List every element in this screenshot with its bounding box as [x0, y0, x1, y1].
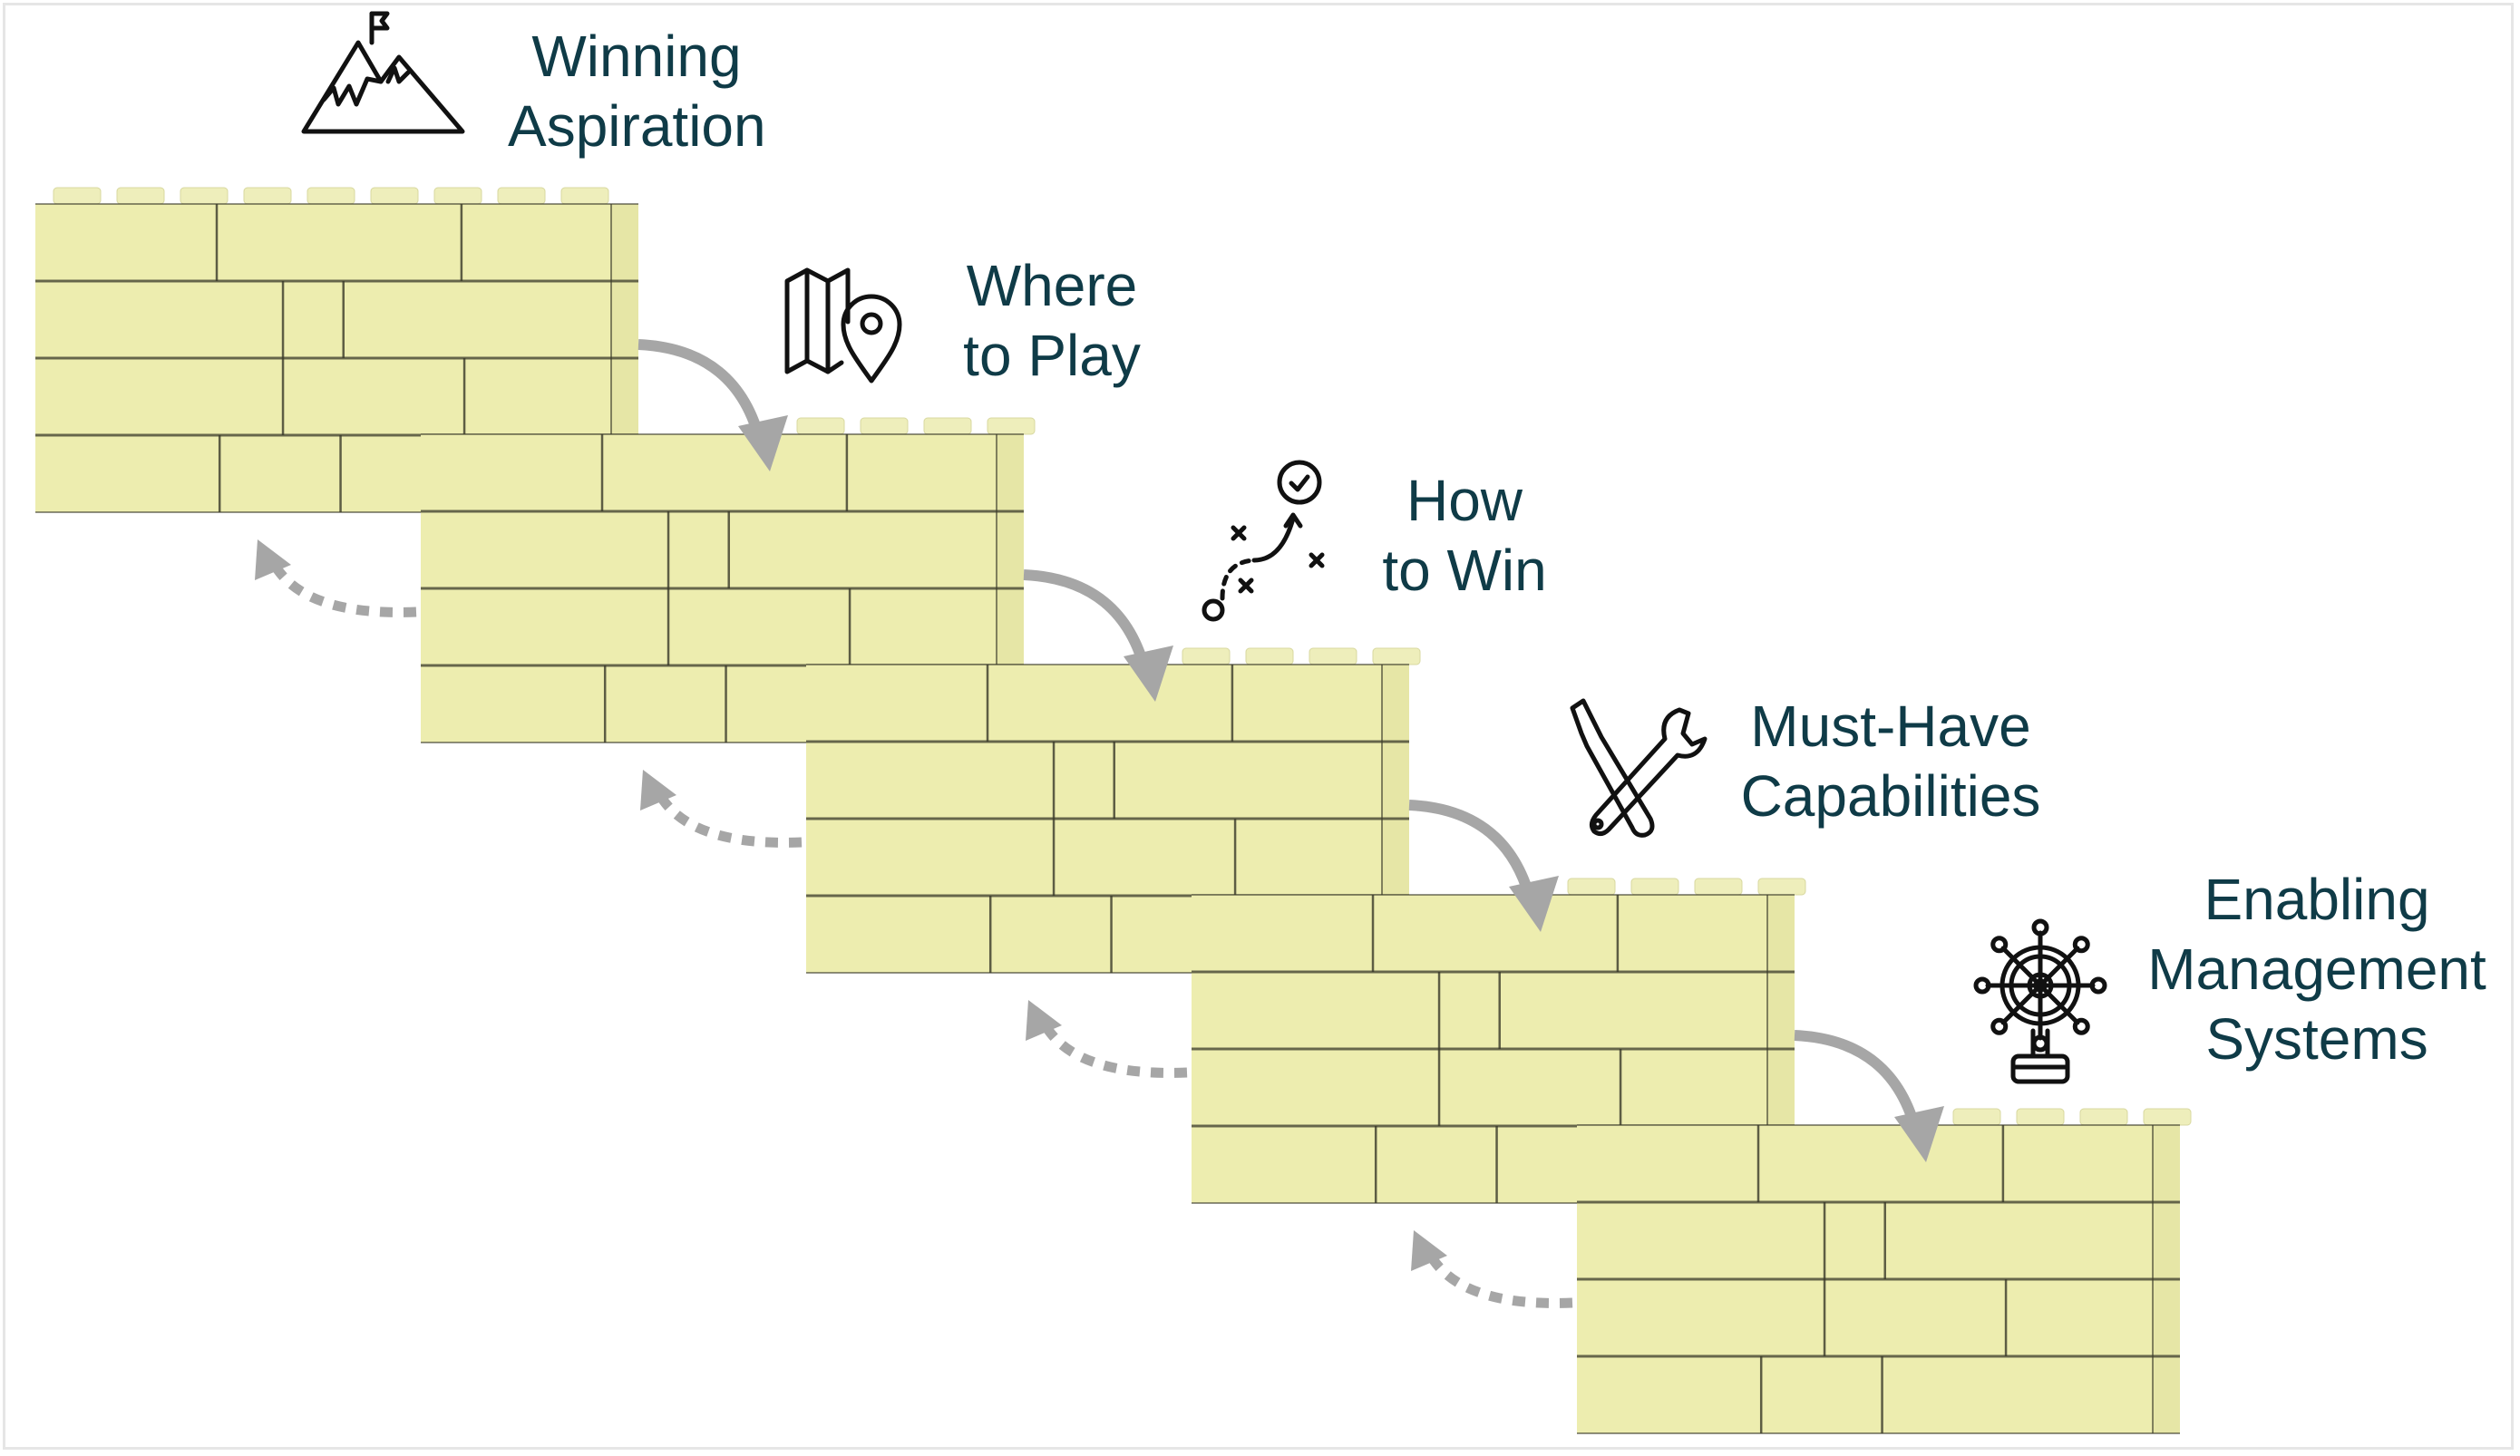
brick-stud [860, 417, 909, 435]
brick-stud [1309, 647, 1357, 665]
feedback-arrowhead [255, 539, 291, 580]
forward-arrow [637, 339, 766, 446]
label-where-to-play: Where to Play [943, 251, 1161, 391]
forward-arrow [1408, 800, 1537, 907]
brick-stud [1630, 878, 1679, 896]
feedback-arrow [1427, 1254, 1573, 1308]
brick-stud [987, 417, 1036, 435]
label-line: How [1406, 468, 1523, 533]
diagram-frame [3, 3, 2514, 1450]
brick-stud [1757, 878, 1806, 896]
brick-stud [370, 187, 419, 205]
brick-stud [2016, 1108, 2065, 1126]
brick-stud [1694, 878, 1743, 896]
brick-stud [2143, 1108, 2192, 1126]
label-line: Enabling [2204, 867, 2430, 932]
wrench-screwdriver-icon [1570, 698, 1708, 838]
forward-arrowhead [1509, 876, 1559, 932]
brick-stud [497, 187, 546, 205]
label-how-to-win: How to Win [1360, 466, 1569, 606]
label-line: to Win [1382, 538, 1547, 603]
brick-stud [1952, 1108, 2001, 1126]
brick-stud [560, 187, 609, 205]
brick-stud [1567, 878, 1616, 896]
brick-stud [306, 187, 355, 205]
feedback-arrowhead [1026, 1000, 1062, 1041]
feedback-arrow [271, 563, 417, 617]
label-winning-aspiration: Winning Aspiration [508, 22, 766, 161]
map-pin-icon [784, 267, 902, 383]
label-line: to Play [963, 323, 1141, 388]
label-line: Must-Have [1750, 694, 2031, 759]
brick-stud [796, 417, 845, 435]
ship-wheel-icon [1973, 918, 2107, 1084]
forward-arrowhead [738, 415, 788, 471]
feedback-arrow [657, 793, 803, 848]
brick-stud [1245, 647, 1294, 665]
brick-stud [1182, 647, 1231, 665]
forward-arrow [1794, 1030, 1922, 1137]
brick-stud [243, 187, 292, 205]
label-line: Systems [2205, 1006, 2428, 1072]
label-enabling-management-systems: Enabling Management Systems [2140, 865, 2494, 1074]
brick-stud [2079, 1108, 2128, 1126]
feedback-arrow [1042, 1024, 1188, 1078]
mountain-flag-icon [301, 11, 465, 134]
forward-arrowhead [1124, 645, 1173, 702]
strategy-play-icon [1202, 460, 1325, 622]
feedback-arrowhead [1411, 1230, 1447, 1271]
brick-block [1577, 1108, 2192, 1434]
label-line: Management [2147, 937, 2486, 1002]
brick-stud [116, 187, 165, 205]
label-line: Where [966, 253, 1138, 318]
label-line: Winning [531, 24, 742, 89]
label-line: Capabilities [1740, 763, 2041, 829]
brick-stud [1372, 647, 1421, 665]
brick-stud [53, 187, 102, 205]
forward-arrow [1023, 569, 1152, 676]
brick-stud [433, 187, 482, 205]
feedback-arrowhead [640, 770, 676, 811]
brick-stud [180, 187, 229, 205]
brick-stud [923, 417, 972, 435]
label-must-have-capabilities: Must-Have Capabilities [1723, 692, 2058, 831]
label-line: Aspiration [508, 93, 766, 159]
brick-block [1192, 878, 1806, 1204]
forward-arrowhead [1894, 1106, 1944, 1162]
